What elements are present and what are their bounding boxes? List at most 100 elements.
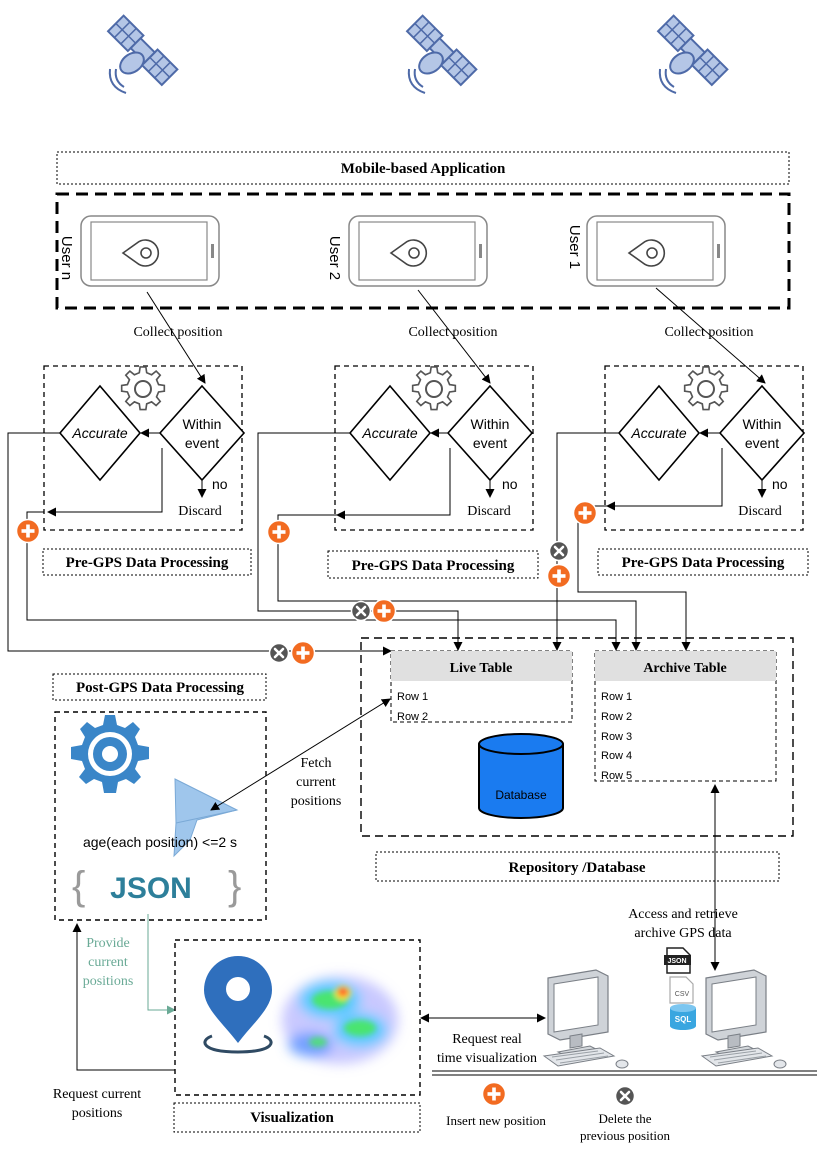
visualization-title: Visualization — [250, 1110, 334, 1126]
pre-processing-title-1: Pre-GPS Data Processing — [66, 555, 229, 571]
satellite-icon-2 — [406, 14, 478, 94]
post-processing-title: Post-GPS Data Processing — [76, 680, 245, 696]
access-label-line2: archive GPS data — [634, 926, 732, 941]
archive-table-row: Row 3 — [601, 731, 632, 743]
map-pin-icon — [203, 956, 273, 1054]
accurate-decision — [58, 384, 142, 482]
heatmap-image — [282, 976, 398, 1064]
user-n-label: User n — [58, 236, 75, 280]
csv-file-label: CSV — [675, 991, 690, 998]
collect-arrow-2 — [417, 289, 491, 384]
pre-processing-block-3: Within event Accurate no Discard Pre-GPS… — [597, 365, 809, 576]
request-realtime-label-line2: time visualization — [437, 1051, 537, 1066]
live-table: Live Table Row 1 Row 2 — [390, 650, 573, 723]
insert-marker — [546, 563, 572, 589]
fetch-arrow — [210, 698, 391, 811]
provide-label-line3: positions — [83, 974, 134, 989]
within-event-decision — [158, 384, 246, 482]
collect-position-label-n: Collect position — [133, 325, 222, 340]
delete-marker — [268, 642, 290, 664]
phone-user-n — [80, 215, 220, 287]
computer-icon-realtime — [543, 969, 629, 1069]
archive-table-title: Archive Table — [643, 661, 726, 676]
post-processing-container — [54, 711, 267, 921]
csv-file-icon: CSV — [669, 976, 694, 1004]
archive-table-row: Row 5 — [601, 770, 632, 782]
provide-arrow — [147, 914, 176, 1015]
json-text: JSON — [110, 872, 192, 905]
within-label: Within — [183, 416, 222, 432]
pre-processing-title-2: Pre-GPS Data Processing — [352, 558, 515, 574]
mobile-app-title: Mobile-based Application — [341, 161, 506, 177]
collect-arrow-n — [146, 291, 206, 384]
no-label: no — [502, 476, 518, 492]
satellite-icon-3 — [657, 14, 729, 94]
within-label: Within — [471, 416, 510, 432]
archive-table-row: Row 4 — [601, 750, 632, 762]
collect-arrow-1 — [655, 287, 766, 384]
gear-icon — [120, 365, 166, 411]
gear-icon-large — [71, 715, 149, 793]
insert-marker — [15, 518, 41, 544]
request-current-arrow — [72, 923, 175, 1071]
request-current-label-line1: Request current — [53, 1087, 141, 1102]
database-label: Database — [495, 788, 547, 802]
discard-label: Discard — [738, 504, 782, 519]
within-label: Within — [743, 416, 782, 432]
repository-title: Repository /Database — [508, 860, 645, 876]
collect-position-label-1: Collect position — [664, 325, 753, 340]
sql-file-label: SQL — [675, 1015, 692, 1024]
no-label: no — [772, 476, 788, 492]
gear-icon — [683, 365, 729, 411]
legend-insert-icon — [481, 1081, 507, 1107]
live-table-row: Row 1 — [397, 691, 428, 703]
json-logo: { } JSON — [72, 864, 241, 908]
json-file-label: JSON — [667, 958, 686, 965]
legend-delete-icon — [614, 1085, 636, 1107]
delete-marker — [548, 540, 570, 562]
pre-processing-block-2: Within event Accurate no Discard Pre-GPS… — [327, 365, 539, 579]
live-table-title: Live Table — [450, 661, 513, 676]
visualization-container — [174, 939, 421, 1096]
provide-label-line1: Provide — [86, 936, 130, 951]
request-realtime-label-line1: Request real — [452, 1032, 522, 1047]
insert-marker — [572, 500, 598, 526]
fetch-label-line3: positions — [291, 794, 342, 809]
pre-processing-title-3: Pre-GPS Data Processing — [622, 555, 785, 571]
user-2-label: User 2 — [326, 236, 343, 280]
live-table-row: Row 2 — [397, 711, 428, 723]
event-label: event — [185, 435, 219, 451]
collect-position-label-2: Collect position — [408, 325, 497, 340]
accurate-label: Accurate — [630, 425, 686, 441]
no-label: no — [212, 476, 228, 492]
discard-label: Discard — [178, 504, 222, 519]
event-label: event — [745, 435, 779, 451]
legend-insert-label: Insert new position — [446, 1113, 546, 1128]
access-label-line1: Access and retrieve — [628, 907, 738, 922]
provide-label-line2: current — [88, 955, 128, 970]
phone-user-1 — [586, 215, 726, 287]
archive-table: Archive Table Row 1 Row 2 Row 3 Row 4 Ro… — [594, 650, 777, 782]
pre-processing-block-1: Within event Accurate no Discard Pre-GPS… — [42, 365, 252, 576]
insert-marker — [266, 519, 292, 545]
database-icon: Database — [478, 733, 564, 819]
svg-text:}: } — [228, 864, 241, 908]
legend-delete-label-line1: Delete the — [598, 1111, 651, 1126]
insert-marker — [290, 640, 316, 666]
archive-table-row: Row 1 — [601, 691, 632, 703]
fetch-label-line1: Fetch — [300, 756, 331, 771]
event-label: event — [473, 435, 507, 451]
filter-condition: age(each position) <=2 s — [83, 834, 237, 850]
accurate-label: Accurate — [361, 425, 417, 441]
request-current-label-line2: positions — [72, 1106, 123, 1121]
satellite-icon-1 — [107, 14, 179, 94]
phone-user-2 — [348, 215, 488, 287]
gear-icon — [411, 365, 457, 411]
insert-marker — [371, 598, 397, 624]
fetch-label-line2: current — [296, 775, 336, 790]
sql-file-icon: SQL — [670, 1004, 696, 1030]
json-file-icon: JSON — [664, 947, 691, 974]
discard-label: Discard — [467, 504, 511, 519]
